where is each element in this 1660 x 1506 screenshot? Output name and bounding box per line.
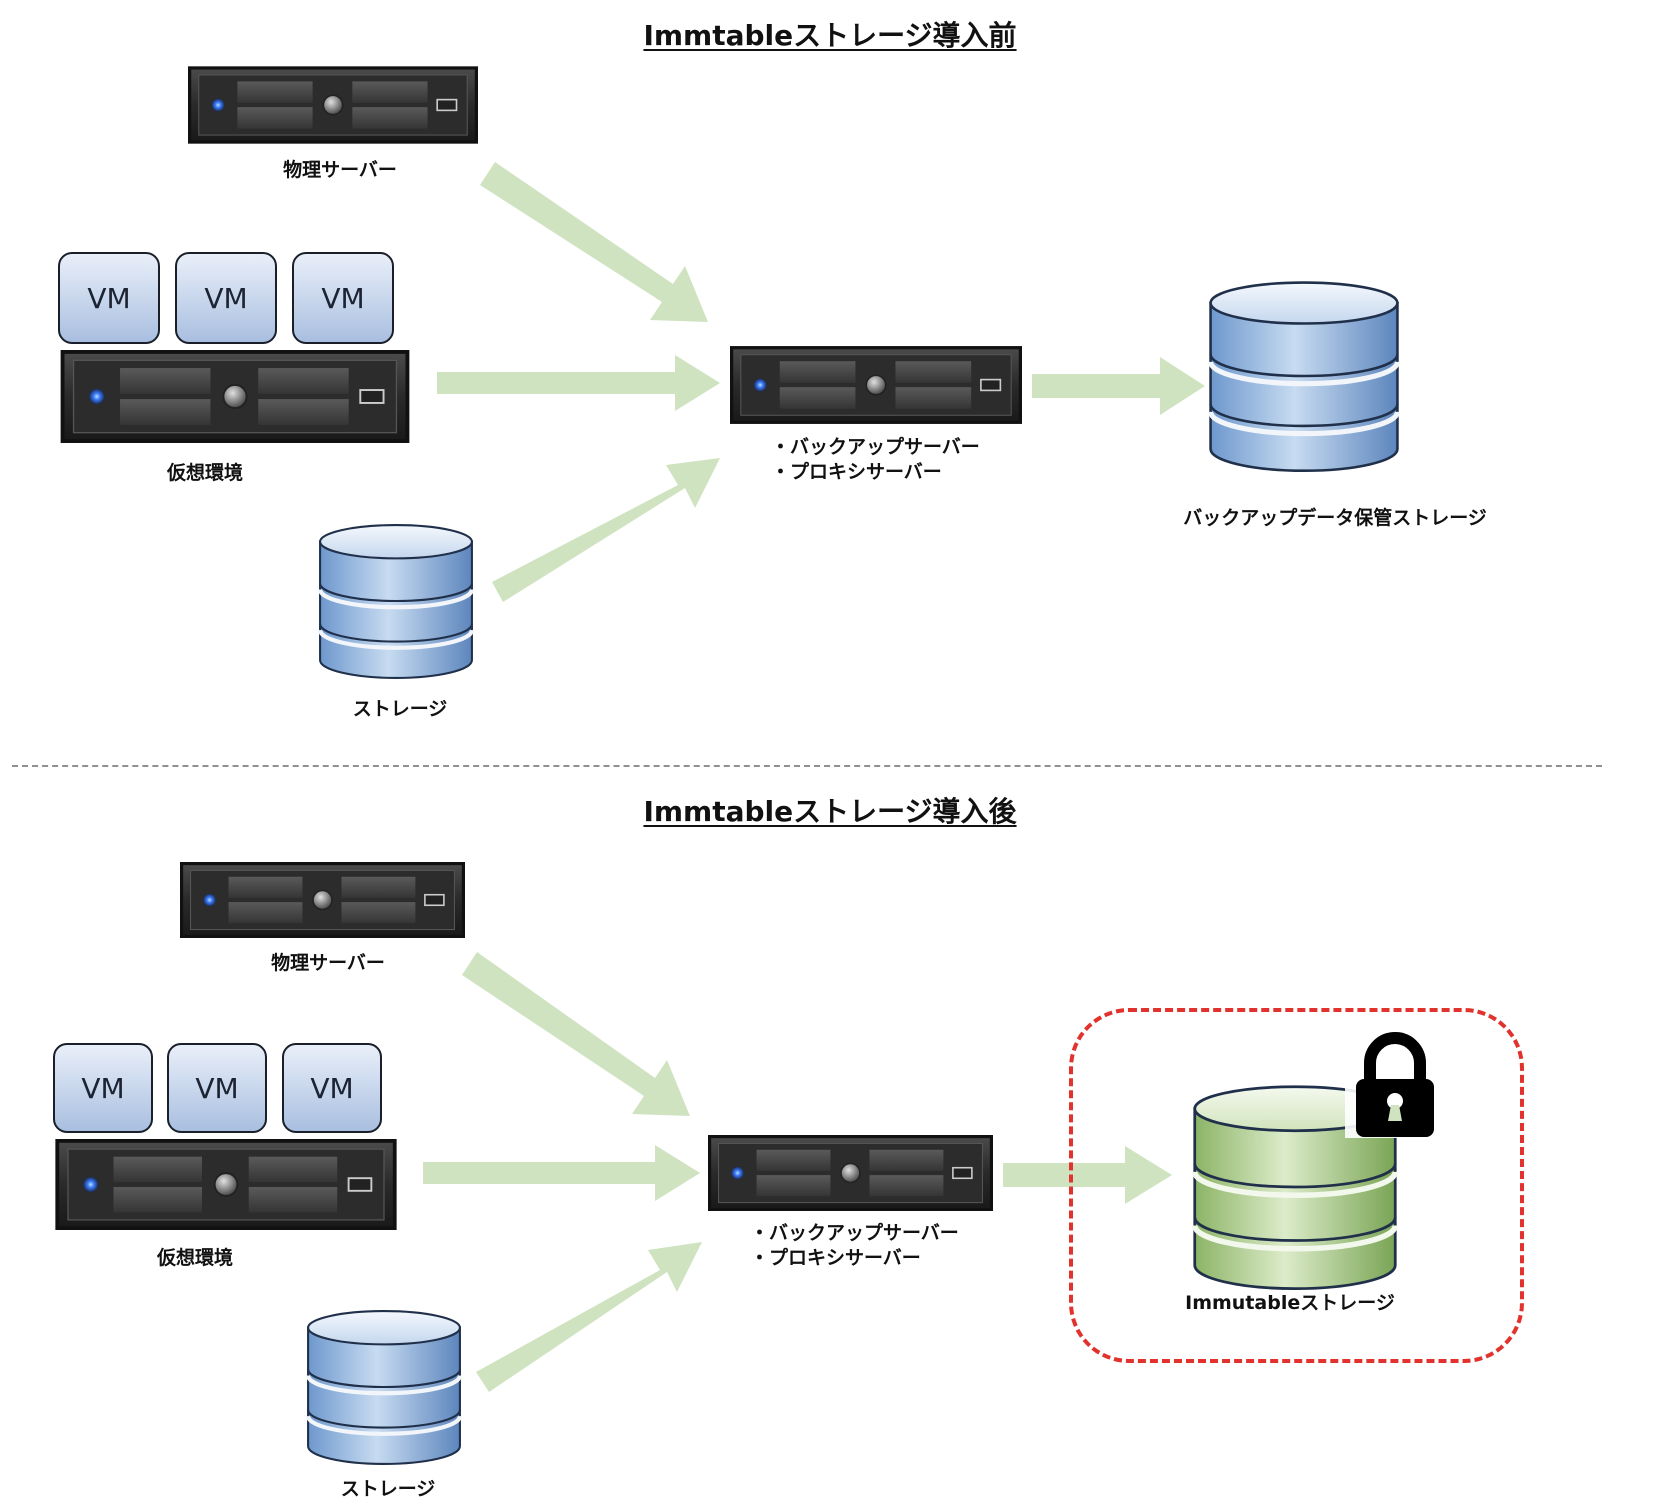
before-storage-label: ストレージ (352, 698, 448, 720)
before-source-storage-icon (320, 525, 472, 678)
before-destination-storage-icon (1211, 283, 1398, 471)
section-divider (12, 765, 1602, 767)
arrow-virtual-to-backup-after (423, 1145, 700, 1201)
padlock-icon (1345, 1028, 1455, 1138)
before-section-title: Immtableストレージ導入前 (643, 19, 1017, 52)
after-physical-server-label: 物理サーバー (271, 952, 385, 974)
after-backup-server-label: ・バックアップサーバー ・プロキシサーバー (750, 1221, 959, 1271)
after-virtual-env-label: 仮想環境 (156, 1247, 233, 1269)
before-vm-1: VM (58, 252, 160, 344)
after-vm-1: VM (53, 1043, 153, 1133)
before-arrows (437, 162, 1205, 602)
immutable-highlight-box (1069, 1008, 1524, 1363)
arrow-backup-to-immutable (1003, 1146, 1172, 1204)
after-physical-server-icon (180, 862, 465, 938)
before-backup-server-line-1: ・バックアップサーバー (771, 436, 980, 458)
before-physical-server-icon (188, 66, 478, 144)
arrow-physical-to-backup-after (462, 952, 690, 1116)
before-vm-2: VM (175, 252, 277, 344)
before-vm-3: VM (292, 252, 394, 344)
after-arrows (423, 952, 1172, 1392)
immutable-storage-label: Immutableストレージ (1185, 1292, 1395, 1314)
before-virtual-env-server-icon (59, 350, 411, 443)
arrow-physical-to-backup (480, 162, 708, 322)
before-backup-server-icon (730, 346, 1022, 424)
after-vm-2: VM (167, 1043, 267, 1133)
before-backup-server-line-2: ・プロキシサーバー (771, 461, 942, 483)
before-physical-server-label: 物理サーバー (283, 159, 397, 181)
after-backup-server-line-2: ・プロキシサーバー (750, 1247, 921, 1269)
arrow-storage-to-backup-after (476, 1242, 702, 1392)
after-vm-3: VM (282, 1043, 382, 1133)
after-source-storage-icon (308, 1311, 460, 1464)
after-virtual-env-server-icon (54, 1139, 398, 1230)
arrow-backup-to-destination (1032, 357, 1205, 415)
after-backup-server-icon (708, 1135, 993, 1211)
before-virtual-env-label: 仮想環境 (166, 462, 243, 484)
after-backup-server-line-1: ・バックアップサーバー (750, 1222, 959, 1244)
after-storage-label: ストレージ (340, 1478, 436, 1500)
after-section-title: Immtableストレージ導入後 (643, 795, 1017, 828)
before-destination-storage-label: バックアップデータ保管ストレージ (1183, 507, 1487, 529)
before-backup-server-label: ・バックアップサーバー ・プロキシサーバー (771, 435, 980, 485)
arrow-storage-to-backup (492, 458, 720, 602)
arrow-virtual-to-backup (437, 355, 720, 411)
